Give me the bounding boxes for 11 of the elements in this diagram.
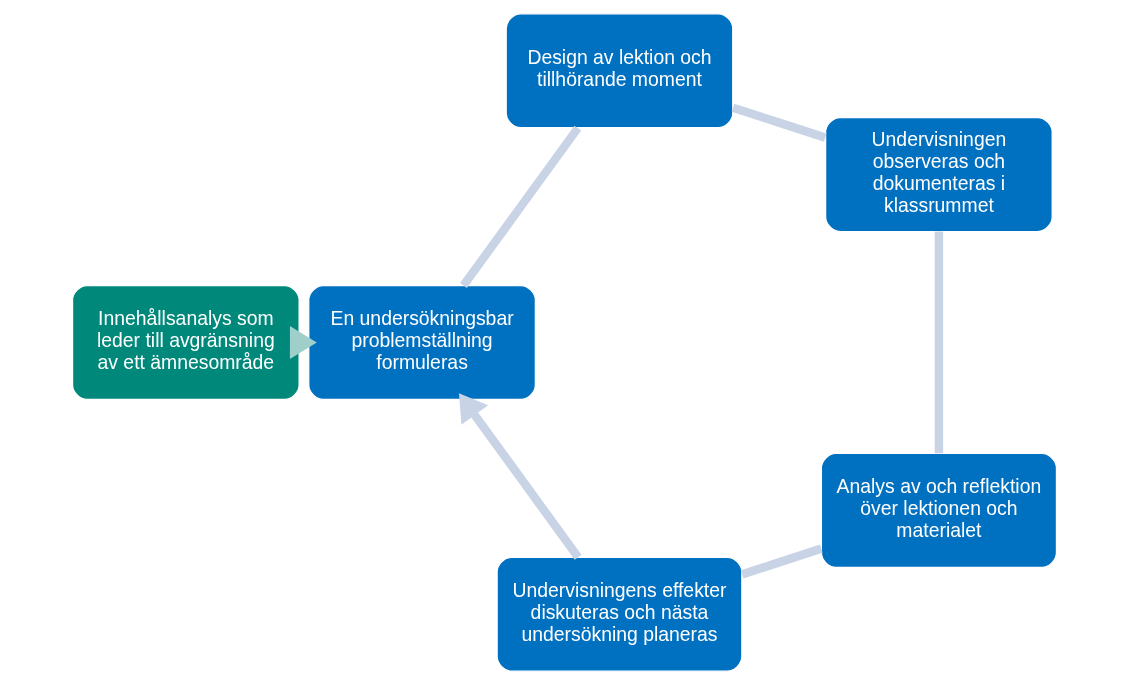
node-box: Analys av och reflektion över lektionen och materialet [820, 452, 1057, 568]
arrow [458, 392, 582, 560]
node-box: En undersökningsbar problemställning formuleras [308, 284, 536, 400]
arrow [289, 325, 317, 359]
connector [731, 103, 827, 142]
connector [460, 125, 582, 288]
node-box: Undervisningens effekter diskuteras och nästa undersökning planeras [496, 556, 743, 672]
connector [934, 231, 944, 453]
node-box: Design av lektion och tillhörande moment [505, 12, 734, 128]
connector [740, 544, 823, 578]
node-box: Undervisningen observeras och dokumenteras i klassrummet [825, 116, 1053, 232]
